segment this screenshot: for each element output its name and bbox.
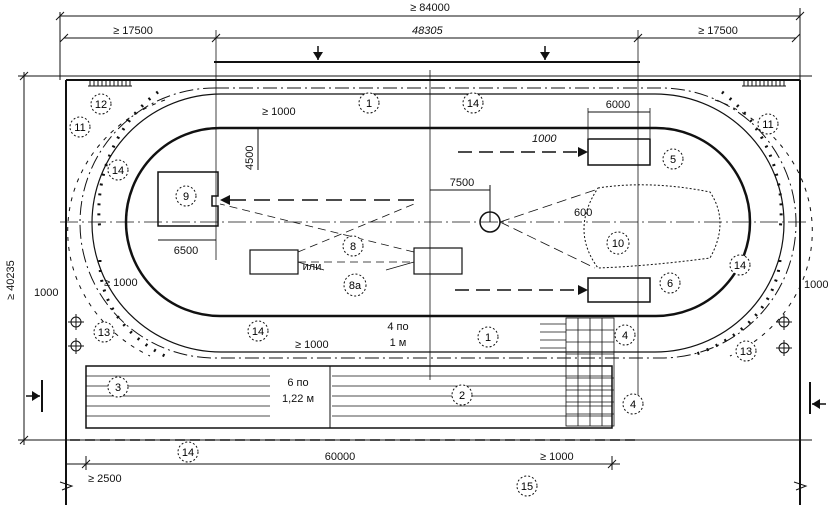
marker-10: 10 (606, 231, 630, 255)
marker-12: 12 (90, 93, 112, 115)
gap-left-label: ≥ 1000 (104, 277, 138, 289)
svg-text:12: 12 (95, 99, 107, 111)
svg-text:14: 14 (182, 447, 194, 459)
marker-4b: 4 (622, 393, 644, 415)
marker-6: 6 (659, 272, 681, 294)
svg-text:14: 14 (734, 260, 746, 272)
svg-text:13: 13 (98, 327, 110, 339)
svg-text:4: 4 (622, 330, 628, 342)
marker-11b: 11 (757, 113, 779, 135)
marker-14d: 14 (729, 254, 751, 276)
right-edge-label: 1000 (804, 279, 828, 291)
markers: 1 1 2 3 4 4 5 6 8 8а 9 10 11 11 12 13 13… (0, 0, 779, 497)
gap-callouts: ≥ 1000 ≥ 1000 ≥ 1000 ≥ 1000 1000 1000 ≥ … (34, 106, 828, 485)
svg-text:3: 3 (115, 382, 121, 394)
top-dimensions: ≥ 84000 ≥ 17500 48305 ≥ 17500 (55, 2, 805, 400)
svg-text:6: 6 (667, 278, 673, 290)
or-label: или (303, 261, 322, 273)
svg-text:5: 5 (670, 154, 676, 166)
svg-text:2: 2 (459, 390, 465, 402)
marker-8: 8 (342, 235, 364, 257)
center-axes (60, 70, 810, 380)
svg-text:11: 11 (74, 122, 85, 134)
marker-14f: 14 (0, 0, 6, 3)
field-left-dim: 6500 (174, 245, 198, 257)
svg-text:8: 8 (350, 241, 356, 253)
svg-text:14: 14 (252, 326, 264, 338)
marker-4a: 4 (614, 324, 636, 346)
marker-1a: 1 (358, 92, 380, 114)
marker-2: 2 (451, 384, 473, 406)
marker-14c: 14 (247, 320, 269, 342)
left-dimension: ≥ 40235 (5, 71, 29, 445)
sprint-straight: 6 по 1,22 м (68, 314, 792, 429)
left-edge-label: 1000 (34, 287, 58, 299)
pit-offset-dim: 1000 (532, 133, 557, 145)
section-arrows-side (26, 380, 826, 414)
long-run-label: 60000 (325, 451, 356, 463)
svg-text:11: 11 (762, 119, 773, 131)
infield-elements: 6500 4500 7500 600 6000 1000 (157, 99, 721, 303)
svg-text:1: 1 (366, 98, 372, 110)
marker-14a: 14 (462, 92, 484, 114)
svg-text:8а: 8а (349, 280, 362, 292)
svg-text:13: 13 (740, 346, 752, 358)
marker-1b: 1 (477, 326, 499, 348)
pit-width-dim: 6000 (606, 99, 630, 111)
marker-13b: 13 (735, 340, 757, 362)
straight-lanes-1: 6 по (287, 377, 308, 389)
running-track (79, 87, 797, 359)
side-right-label: ≥ 17500 (698, 25, 738, 37)
shot-offset-dim: 7500 (450, 177, 474, 189)
spectator-stands (67, 80, 813, 358)
svg-text:14: 14 (467, 98, 479, 110)
track-lanes-2: 1 м (390, 337, 407, 349)
svg-text:14: 14 (112, 165, 124, 177)
marker-13a: 13 (93, 321, 115, 343)
gap-top-label: ≥ 1000 (262, 106, 296, 118)
marker-14e: 14 (177, 441, 199, 463)
marker-14b: 14 (107, 159, 129, 181)
sector-offset-dim: 600 (574, 207, 592, 219)
marker-8a: 8а (343, 273, 367, 297)
side-left-label: ≥ 17500 (113, 25, 153, 37)
gap-bottom-label: ≥ 1000 (295, 339, 329, 351)
center-span-label: 48305 (412, 25, 443, 37)
svg-text:10: 10 (612, 238, 624, 250)
site-boundary: 60000 (18, 75, 812, 505)
marker-15: 15 (516, 475, 538, 497)
field-top-dim: 4500 (244, 146, 256, 170)
marker-11a: 11 (69, 116, 91, 138)
total-height-label: ≥ 40235 (5, 260, 17, 300)
straight-lanes-2: 1,22 м (282, 393, 314, 405)
bottom-gap-label: ≥ 1000 (540, 451, 574, 463)
svg-text:9: 9 (183, 191, 189, 203)
bottom-left-label: ≥ 2500 (88, 473, 122, 485)
svg-text:15: 15 (521, 481, 533, 493)
svg-text:1: 1 (485, 332, 491, 344)
marker-9: 9 (175, 185, 197, 207)
marker-3: 3 (107, 376, 129, 398)
track-lanes-1: 4 по (387, 321, 408, 333)
marker-5: 5 (662, 148, 684, 170)
total-width-label: ≥ 84000 (410, 2, 450, 14)
section-arrows-top (214, 46, 640, 63)
svg-text:4: 4 (630, 399, 636, 411)
